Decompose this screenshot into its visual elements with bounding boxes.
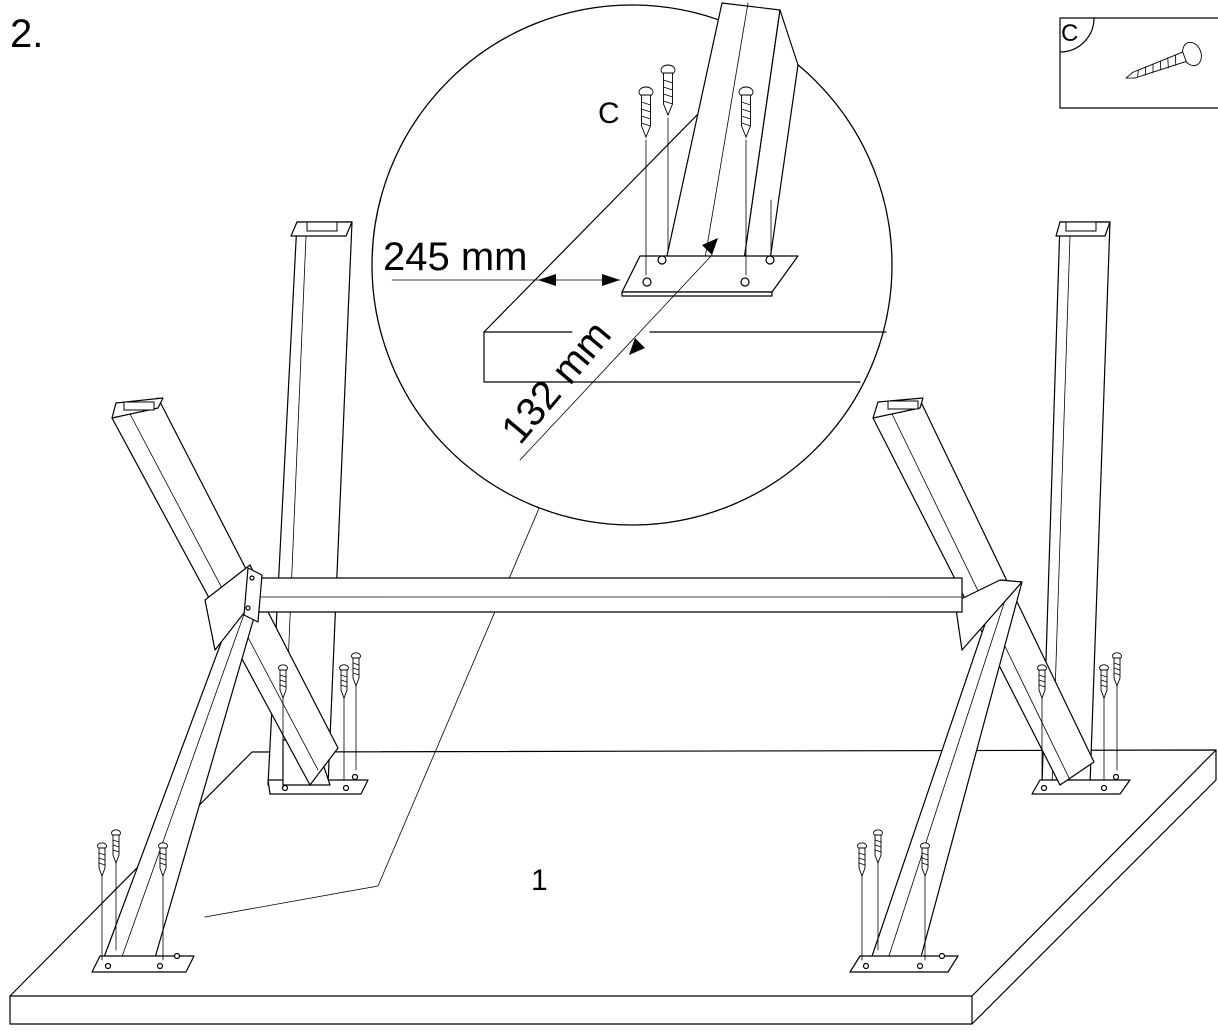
part-number-table-top: 1	[531, 864, 548, 897]
parts-box-letter: C	[1061, 20, 1078, 47]
parts-box: C	[1059, 17, 1218, 109]
crossbar	[243, 567, 963, 623]
step-number: 2.	[10, 12, 43, 56]
table-top-panel	[9, 749, 1217, 1025]
screws-right-front	[857, 829, 930, 961]
screws-right-back	[1037, 652, 1122, 781]
wood-screw-icon	[1125, 41, 1202, 79]
screws-left-front	[97, 829, 168, 961]
detail-leader-line	[204, 505, 541, 918]
dimension-245: 245 mm	[383, 235, 528, 279]
detail-screw-label: C	[598, 97, 620, 130]
screws-left-back	[278, 652, 361, 781]
detail-callout: C 245 mm 132 mm	[371, 2, 893, 526]
